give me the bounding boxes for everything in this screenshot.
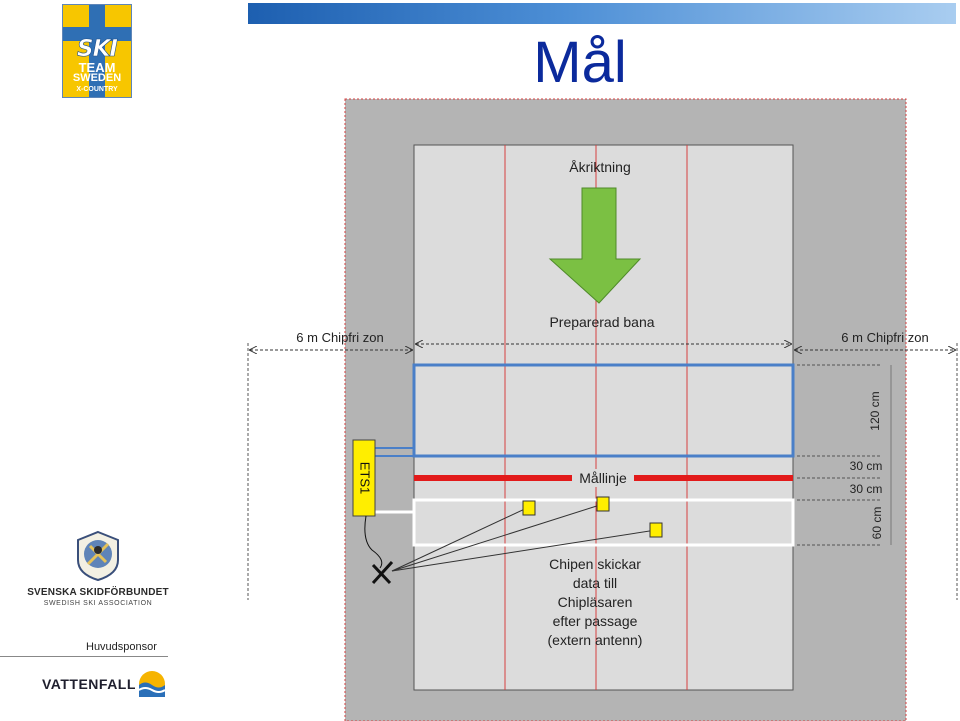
direction-label: Åkriktning xyxy=(569,159,630,175)
finish-line-label: Mållinje xyxy=(579,470,627,486)
dim-120: 120 cm xyxy=(868,391,882,430)
sponsor-label: Huvudsponsor xyxy=(86,641,157,653)
ets1-label: ETS1 xyxy=(358,462,373,495)
chip-marker xyxy=(596,496,610,512)
chip-note-line: data till xyxy=(573,575,617,591)
dim-30a: 30 cm xyxy=(850,459,883,473)
ski-team-sweden-logo: SKI TEAM SWEDEN X-COUNTRY xyxy=(62,4,132,98)
chip-marker xyxy=(649,522,663,538)
chip-note-line: (extern antenn) xyxy=(548,632,643,648)
ets1-device xyxy=(352,439,376,517)
chip-note-line: efter passage xyxy=(553,613,638,629)
federation-subtitle: SWEDISH SKI ASSOCIATION xyxy=(43,600,153,607)
vattenfall-logo-icon xyxy=(138,671,166,697)
direction-arrow-icon xyxy=(548,187,642,304)
dim-30b: 30 cm xyxy=(850,482,883,496)
dim-60: 60 cm xyxy=(870,507,884,540)
left-zone-label: 6 m Chipfri zon xyxy=(296,330,383,345)
chip-note-line: Chipen skickar xyxy=(549,556,641,572)
chip-marker xyxy=(522,500,536,516)
page-title: Mål xyxy=(533,30,627,95)
antenna-loop xyxy=(412,363,795,458)
ski-federation-emblem-icon xyxy=(77,530,119,582)
right-zone-label: 6 m Chipfri zon xyxy=(841,330,928,345)
sponsor-name: VATTENFALL xyxy=(42,676,136,692)
antenna-cable xyxy=(375,447,415,457)
external-antenna-icon xyxy=(371,560,394,585)
chip-note-line: Chipläsaren xyxy=(558,594,633,610)
header-gradient-bar xyxy=(248,3,956,24)
track-label: Preparerad bana xyxy=(549,314,654,330)
sponsor-divider xyxy=(0,656,168,657)
federation-name: SVENSKA SKIDFÖRBUNDET xyxy=(27,587,169,598)
